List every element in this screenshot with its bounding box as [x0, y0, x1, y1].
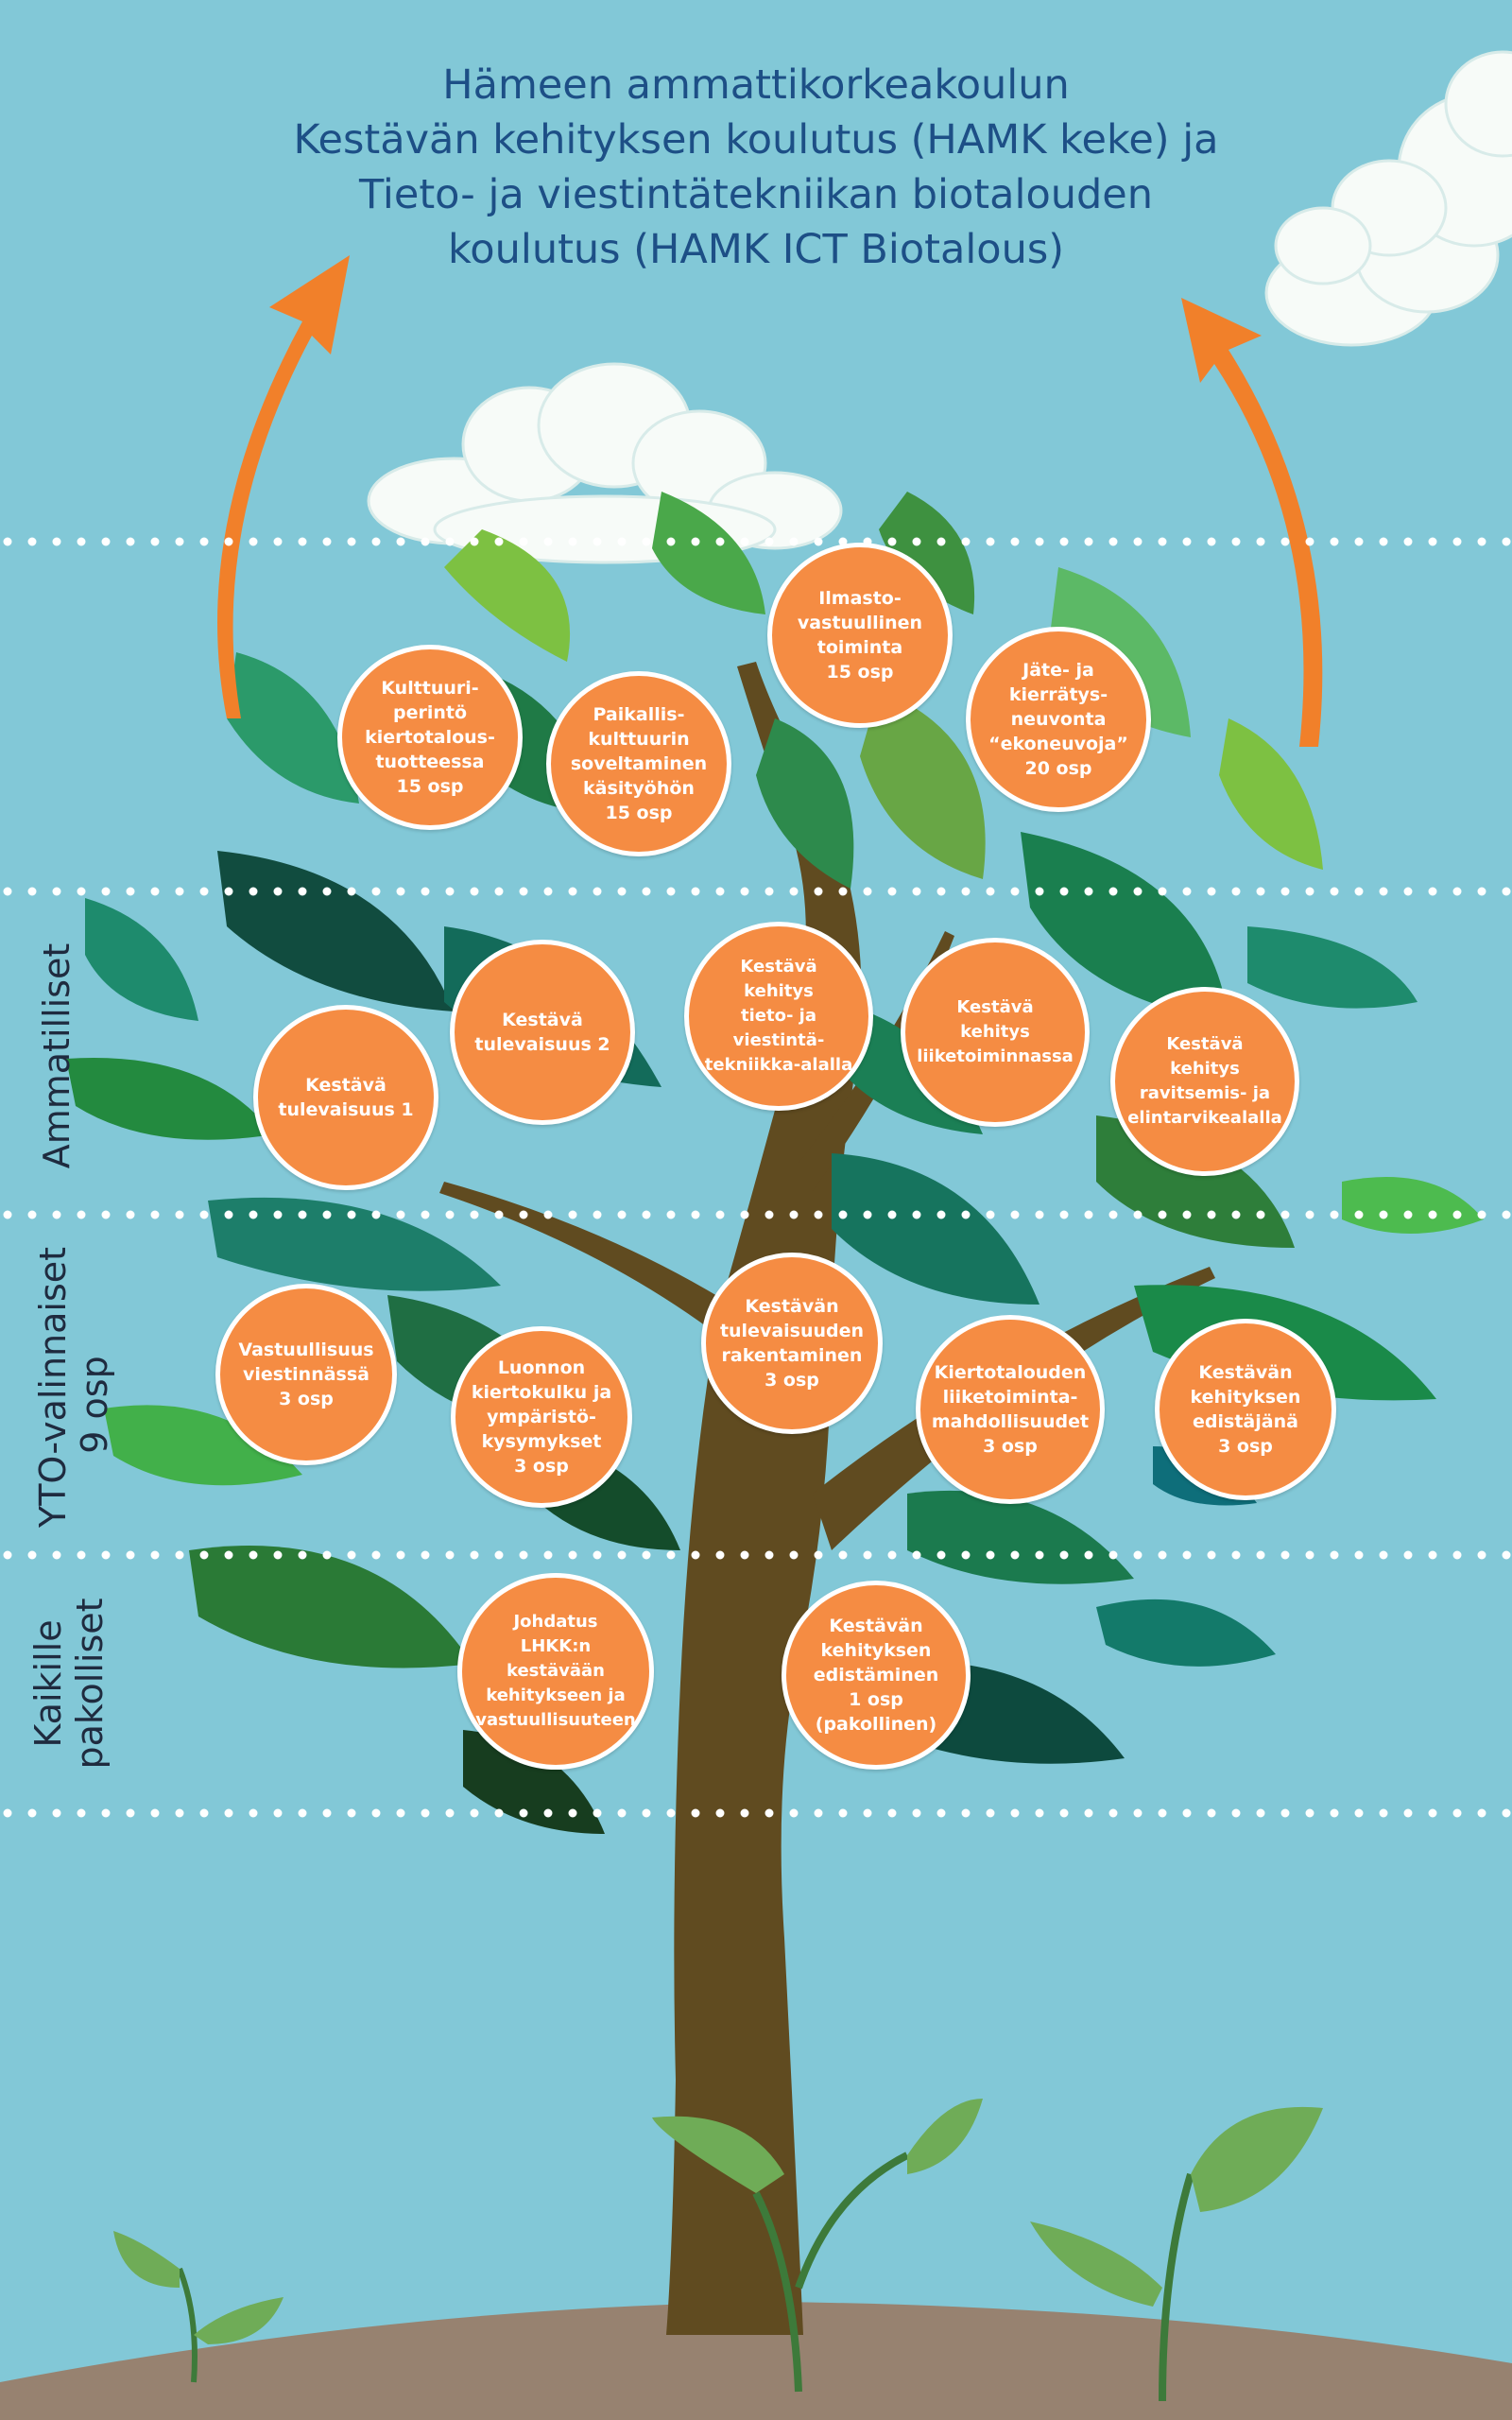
arrow-left-icon — [217, 255, 350, 718]
node-edistaminen: Kestävän kehityksen edistäminen 1 osp (p… — [782, 1581, 971, 1770]
node-kiertotalous: Kiertotalouden liiketoiminta- mahdollisu… — [916, 1315, 1105, 1504]
node-vastuullisuus: Vastuullisuus viestinnässä 3 osp — [215, 1284, 397, 1465]
node-paikalliskulttuuri: Paikallis- kulttuurin soveltaminen käsit… — [546, 671, 731, 856]
title-line-4: koulutus (HAMK ICT Biotalous) — [447, 226, 1065, 273]
node-liiketoiminta: Kestävä kehitys liiketoiminnassa — [901, 938, 1090, 1127]
side-label-ammatilliset: Ammatilliset — [36, 942, 77, 1169]
side-label-kaikille-line2: pakolliset — [69, 1598, 111, 1770]
node-tulevaisuus1: Kestävä tulevaisuus 1 — [253, 1005, 438, 1190]
node-kulttuuriperinto: Kulttuuri- perintö kiertotalous- tuottee… — [337, 645, 523, 830]
node-label: Kestävän kehityksen edistäjänä 3 osp — [1190, 1362, 1301, 1457]
arrow-right-icon — [1181, 298, 1323, 747]
side-label-kaikille-line1: Kaikille — [27, 1619, 69, 1748]
side-label-yto-line1: YTO-valinnaiset — [32, 1246, 74, 1528]
node-label: Vastuullisuus viestinnässä 3 osp — [238, 1340, 374, 1409]
node-tulevaisuus2: Kestävä tulevaisuus 2 — [450, 940, 635, 1125]
section-dividers — [3, 537, 1512, 1818]
node-label: Kestävä kehitys liiketoiminnassa — [917, 997, 1074, 1066]
node-label: Kestävä tulevaisuus 1 — [278, 1075, 414, 1120]
node-label: Jäte- ja kierrätys- neuvonta “ekoneuvoja… — [988, 660, 1128, 779]
side-label-kaikille: Kaikille pakolliset — [27, 1589, 114, 1778]
node-edistaja: Kestävän kehityksen edistäjänä 3 osp — [1155, 1319, 1336, 1500]
node-label: Kestävän kehityksen edistäminen 1 osp (p… — [813, 1616, 939, 1735]
title-line-1: Hämeen ammattikorkeakoulun — [442, 61, 1070, 109]
node-label: Kestävä kehitys ravitsemis- ja elintarvi… — [1127, 1034, 1282, 1128]
ground — [0, 2302, 1512, 2420]
cloud-center — [367, 362, 843, 564]
side-label-yto-line2: 9 osp — [74, 1356, 115, 1454]
node-johdatus: Johdatus LHKK:n kestävään kehitykseen ja… — [457, 1573, 654, 1770]
node-label: Kestävän tulevaisuuden rakentaminen 3 os… — [719, 1296, 865, 1391]
node-label: Kiertotalouden liiketoiminta- mahdollisu… — [931, 1362, 1090, 1457]
node-label: Luonnon kiertokulku ja ympäristö- kysymy… — [471, 1357, 612, 1477]
cloud-top-right — [1264, 50, 1512, 347]
node-label: Paikallis- kulttuurin soveltaminen käsit… — [570, 704, 708, 823]
node-label: Kestävä kehitys tieto- ja viestintä- tek… — [704, 957, 853, 1075]
node-label: Ilmasto- vastuullinen toiminta 15 osp — [797, 588, 923, 683]
node-label: Kulttuuri- perintö kiertotalous- tuottee… — [365, 678, 495, 797]
title-line-2: Kestävän kehityksen koulutus (HAMK keke)… — [293, 116, 1219, 164]
node-tieto: Kestävä kehitys tieto- ja viestintä- tek… — [684, 922, 873, 1111]
node-luonnon: Luonnon kiertokulku ja ympäristö- kysymy… — [451, 1326, 632, 1508]
node-label: Kestävä tulevaisuus 2 — [474, 1010, 610, 1055]
node-ilmasto: Ilmasto- vastuullinen toiminta 15 osp — [767, 543, 953, 728]
node-jate: Jäte- ja kierrätys- neuvonta “ekoneuvoja… — [966, 627, 1151, 812]
sprouts — [113, 2099, 1323, 2402]
node-rakentaminen: Kestävän tulevaisuuden rakentaminen 3 os… — [701, 1253, 883, 1434]
side-label-yto: YTO-valinnaiset 9 osp — [32, 1246, 119, 1528]
node-label: Johdatus LHKK:n kestävään kehitykseen ja… — [475, 1612, 636, 1730]
title-line-3: Tieto- ja viestintätekniikan biotalouden — [358, 171, 1154, 218]
node-ravitsemis: Kestävä kehitys ravitsemis- ja elintarvi… — [1110, 987, 1299, 1176]
